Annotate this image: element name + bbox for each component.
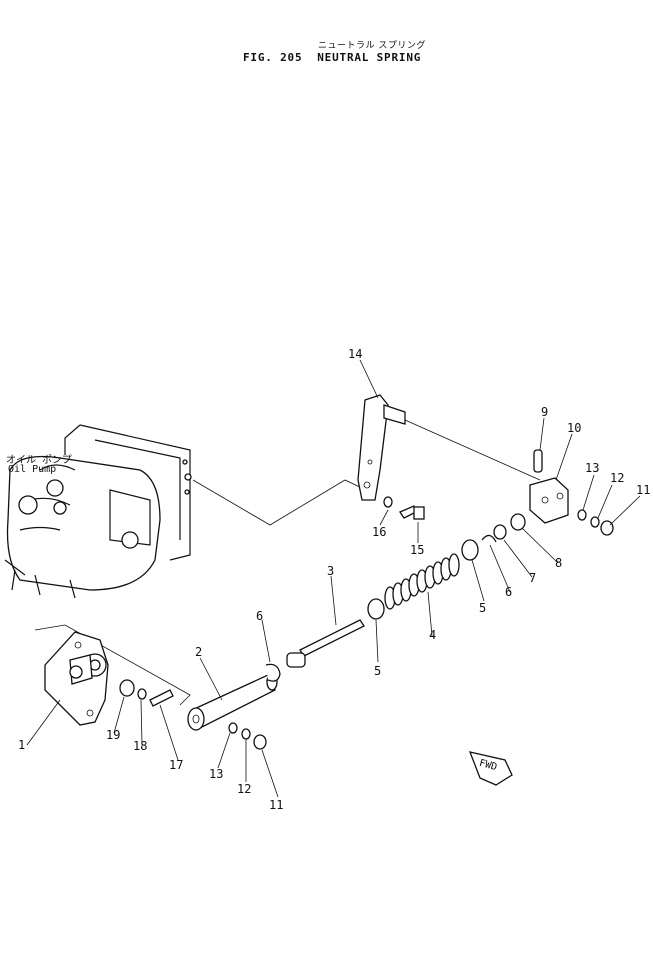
callout-4: 4	[429, 628, 437, 642]
bracket-part	[44, 631, 109, 726]
washer-13-upper	[577, 509, 587, 521]
callout-19: 19	[106, 728, 121, 742]
linkage-path	[192, 479, 363, 526]
callout-13-upper: 13	[585, 461, 600, 475]
figure-number: FIG. 205	[243, 51, 303, 64]
mount-outline	[34, 624, 191, 706]
leader-lines	[26, 359, 641, 798]
callout-10: 10	[567, 421, 582, 435]
rod-part	[299, 619, 365, 657]
washer-19	[119, 679, 135, 697]
callout-8: 8	[555, 556, 563, 570]
rod-connection-line	[404, 419, 541, 481]
figure-title: FIG. 205 NEUTRAL SPRING	[243, 51, 421, 64]
callout-3: 3	[327, 564, 335, 578]
callout-6-upper: 6	[505, 585, 513, 599]
washer-16	[383, 496, 393, 508]
callout-9: 9	[541, 405, 549, 419]
washer-12-lower	[241, 728, 251, 740]
nut-7	[493, 524, 507, 540]
callout-7: 7	[529, 571, 537, 585]
bolt-17	[149, 689, 174, 707]
callout-14: 14	[348, 347, 363, 361]
callout-2: 2	[195, 645, 203, 659]
spring-seat-lower	[367, 598, 385, 620]
lever-arm-part	[357, 394, 406, 501]
oil-pump-label: Oil Pump	[8, 464, 57, 475]
spring-seat-upper	[461, 539, 479, 561]
tube-part	[187, 673, 278, 731]
rod-head	[286, 652, 306, 668]
snap-ring-upper	[481, 534, 497, 543]
snap-ring-lower	[265, 663, 281, 682]
pin-part	[533, 449, 543, 473]
oil-pump-drawing	[4, 424, 192, 599]
washer-18	[137, 688, 147, 700]
callout-13-lower: 13	[209, 767, 224, 781]
callout-5-upper: 5	[479, 601, 487, 615]
callout-12-upper: 12	[610, 471, 625, 485]
callout-18: 18	[133, 739, 148, 753]
washer-12-upper	[590, 516, 600, 528]
callout-17: 17	[169, 758, 184, 772]
nut-11-upper	[600, 520, 614, 536]
callout-5-lower: 5	[374, 664, 382, 678]
callout-12-lower: 12	[237, 782, 252, 796]
nut-11-lower	[253, 734, 267, 750]
callout-6-lower: 6	[256, 609, 264, 623]
callout-11-upper: 11	[636, 483, 651, 497]
forward-arrow-icon	[468, 751, 513, 786]
bolt-15-head	[413, 506, 425, 520]
callout-11-lower: 11	[269, 798, 284, 812]
callout-16: 16	[372, 525, 387, 539]
spring-part	[384, 553, 460, 610]
callout-15: 15	[410, 543, 425, 557]
callout-1: 1	[18, 738, 26, 752]
figure-title-japanese: ニュートラル スプリング	[318, 41, 426, 51]
washer-13-lower	[228, 722, 238, 734]
oil-pump-label-japanese: オイル ポンプ	[6, 455, 72, 466]
nut-8	[510, 513, 526, 531]
figure-name: NEUTRAL SPRING	[317, 51, 422, 64]
block-part	[529, 477, 569, 524]
